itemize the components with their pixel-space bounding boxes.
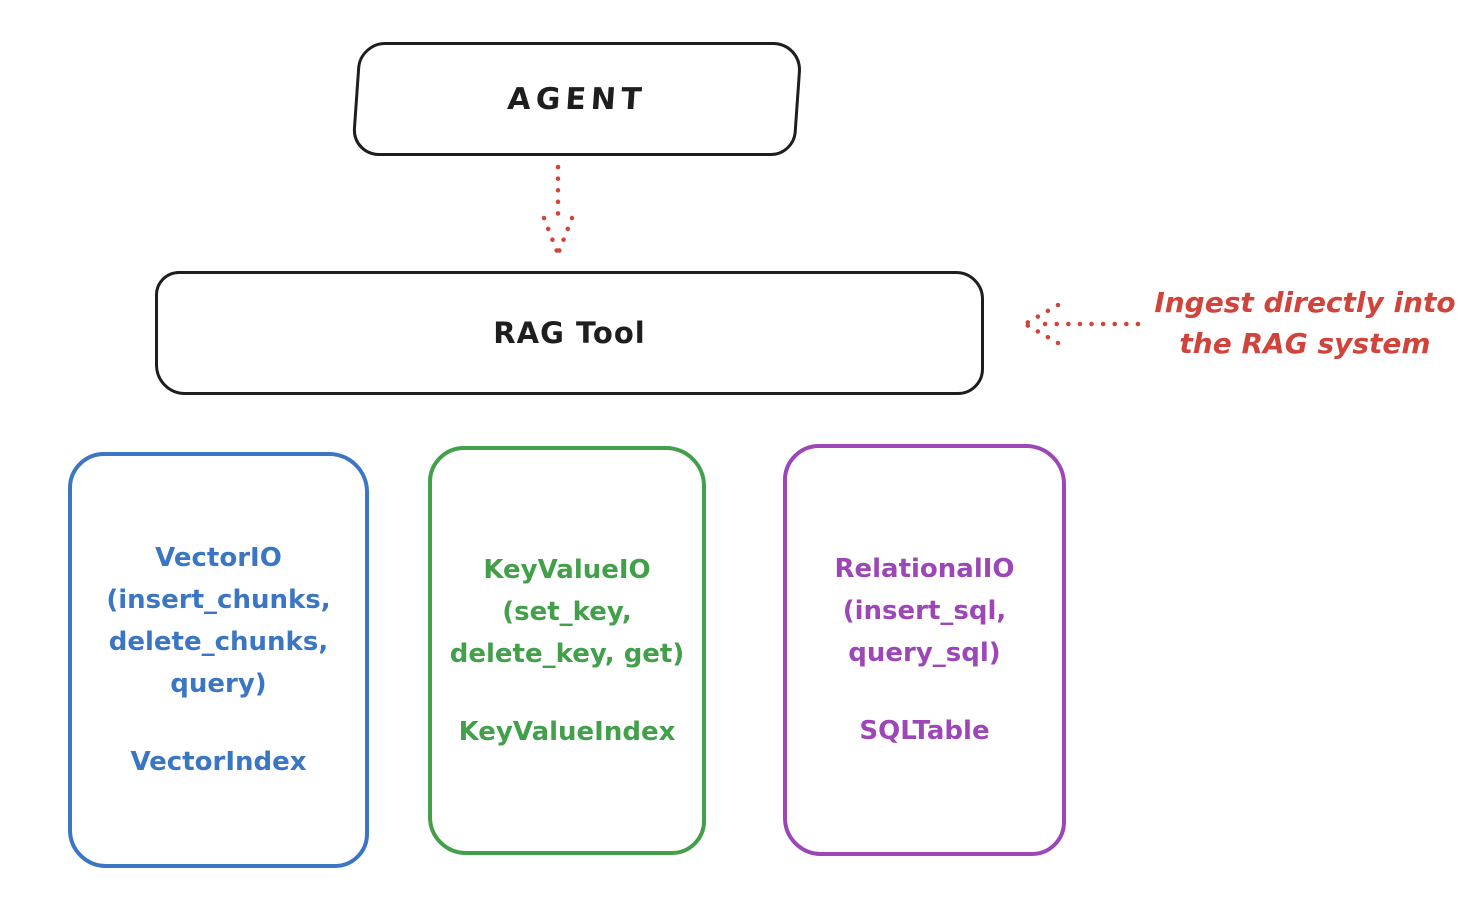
relational-io-line: RelationalIO <box>834 554 1015 584</box>
relational-io-node: RelationalIO (insert_sql, query_sql) SQL… <box>783 444 1066 856</box>
vector-index-label: VectorIndex <box>130 747 307 777</box>
keyvalue-index-label: KeyValueIndex <box>458 716 676 747</box>
vector-io-line: VectorIO <box>155 543 282 573</box>
agent-node: AGENT <box>351 42 803 156</box>
agent-label: AGENT <box>506 81 648 117</box>
vector-io-line: (insert_chunks, <box>106 585 331 615</box>
dotted-arrow-left-icon <box>1022 302 1141 346</box>
rag-tool-node: RAG Tool <box>155 271 984 395</box>
keyvalue-io-line: KeyValueIO <box>483 554 651 585</box>
ingest-annotation-line2: the RAG system <box>1179 327 1431 360</box>
ingest-annotation-line1: Ingest directly into <box>1154 286 1456 319</box>
ingest-annotation: Ingest directly into the RAG system <box>1135 282 1475 364</box>
relational-io-line: (insert_sql, <box>842 596 1007 626</box>
vector-io-line: query) <box>170 669 267 699</box>
sql-table-label: SQLTable <box>859 716 990 746</box>
keyvalue-io-line: (set_key, <box>502 596 632 627</box>
vector-io-node: VectorIO (insert_chunks, delete_chunks, … <box>68 452 369 868</box>
keyvalue-io-node: KeyValueIO (set_key, delete_key, get) Ke… <box>428 446 706 855</box>
rag-tool-label: RAG Tool <box>493 316 646 350</box>
relational-io-line: query_sql) <box>848 638 1001 668</box>
keyvalue-io-line: delete_key, get) <box>449 638 685 669</box>
vector-io-line: delete_chunks, <box>108 627 329 657</box>
dotted-arrow-down-icon <box>541 164 575 257</box>
